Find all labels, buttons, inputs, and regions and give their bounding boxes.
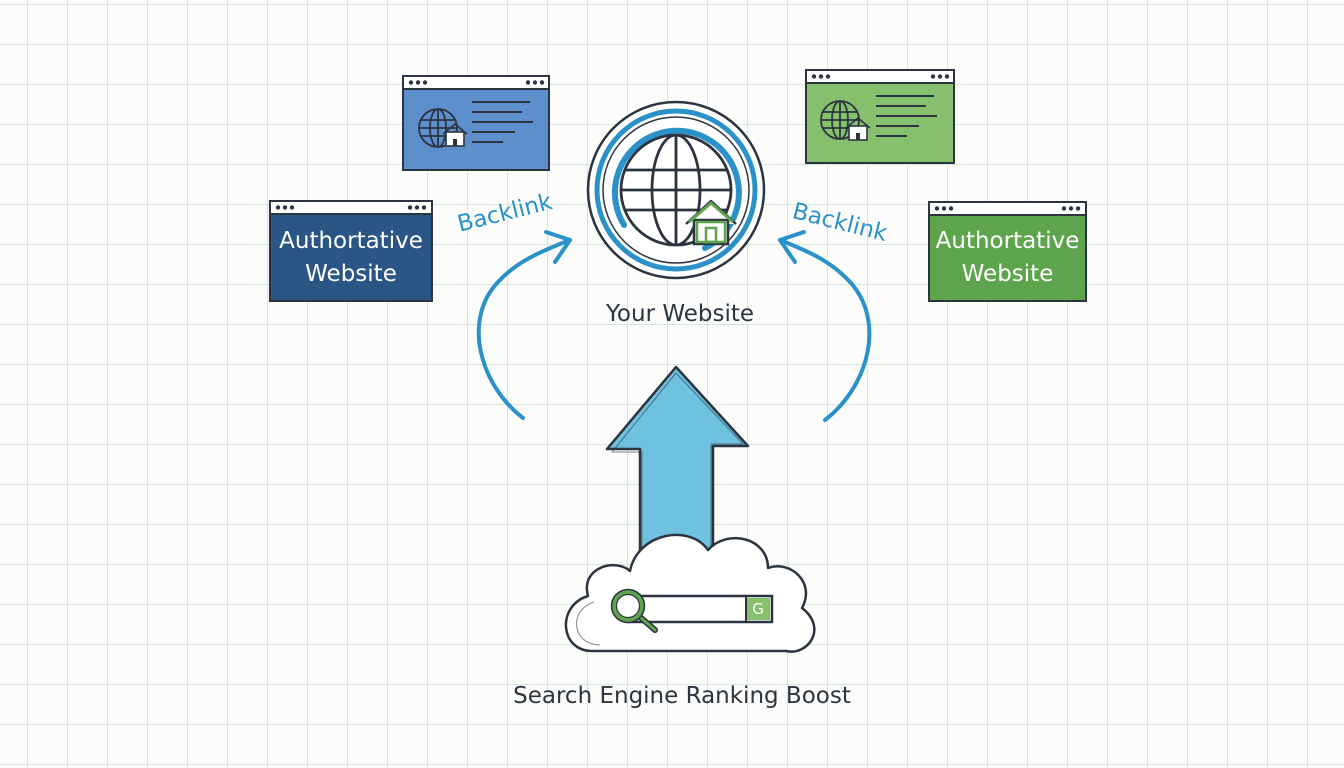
authoritative-website-left xyxy=(269,200,433,302)
home-icon xyxy=(845,116,871,141)
search-icon xyxy=(610,588,658,633)
authoritative-website-label-right: Authortative Website xyxy=(935,228,1080,287)
search-cloud xyxy=(564,533,816,653)
globe-icon xyxy=(820,100,860,140)
authoritative-website-right xyxy=(928,201,1087,302)
home-icon xyxy=(685,199,737,246)
authoritative-website-label-left: Authortative Website xyxy=(279,227,423,287)
backlink-arrow-left xyxy=(476,230,572,420)
search-engine-ranking-boost-label: Search Engine Ranking Boost xyxy=(513,683,851,709)
globe-icon xyxy=(619,133,733,247)
home-icon xyxy=(442,122,468,147)
browser-window-green-top xyxy=(805,69,955,164)
your-website-badge xyxy=(586,100,766,280)
search-engine-badge: G xyxy=(752,600,764,618)
backlink-arrow-right xyxy=(778,230,872,422)
ranking-up-arrow xyxy=(605,365,750,562)
your-website-label: Your Website xyxy=(605,301,755,327)
search-bar[interactable] xyxy=(626,594,774,624)
browser-window-blue-top xyxy=(402,75,550,171)
